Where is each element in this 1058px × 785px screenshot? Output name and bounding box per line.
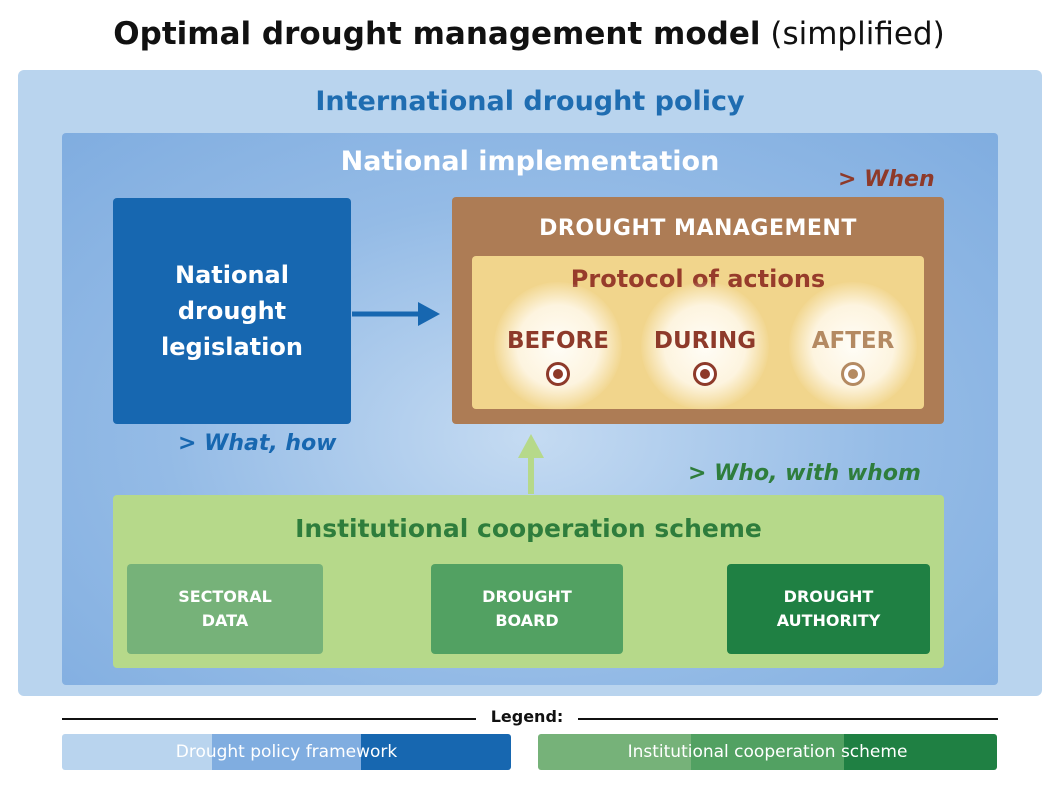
title-main: Optimal drought management model	[113, 16, 761, 52]
legend-cooperation-scheme	[538, 734, 997, 770]
target-icon	[546, 362, 570, 386]
target-icon	[693, 362, 717, 386]
cooperation-to-management-arrow	[518, 434, 544, 494]
legend-swatch	[211, 734, 362, 770]
title-qualifier: (simplified)	[770, 16, 945, 52]
when-tag: > When	[838, 167, 935, 192]
cell-line: DROUGHT	[482, 587, 572, 606]
legend-policy-label: Drought policy framework	[175, 742, 398, 762]
target-center	[848, 369, 858, 379]
drought-management-label: DROUGHT MANAGEMENT	[539, 216, 857, 241]
what-how-tag: > What, how	[178, 431, 337, 456]
legislation-line: legislation	[161, 333, 303, 361]
legend-swatch	[844, 734, 997, 770]
national-implementation-label: National implementation	[340, 146, 720, 177]
international-policy-label: International drought policy	[315, 86, 745, 117]
cell-line: DATA	[201, 611, 249, 630]
legend-label: Legend:	[490, 707, 564, 726]
diagram-title: Optimal drought management model (simpli…	[0, 16, 1058, 52]
drought-board-box: DROUGHT BOARD	[431, 564, 623, 654]
legend-swatch	[361, 734, 511, 770]
legend-swatch	[691, 734, 844, 770]
cell-line: DROUGHT	[783, 587, 874, 606]
phase-glow	[789, 282, 917, 410]
legend-policy-framework	[62, 734, 511, 770]
phase-before-label: BEFORE	[507, 328, 609, 354]
legislation-to-management-arrow	[352, 302, 440, 326]
legislation-line: drought	[177, 297, 287, 325]
national-legislation-label: National drought legislation	[142, 257, 322, 365]
cell-line: SECTORAL	[178, 587, 272, 606]
target-icon	[841, 362, 865, 386]
phase-during-label: DURING	[653, 328, 757, 354]
legislation-line: National	[175, 261, 289, 289]
target-center	[700, 369, 710, 379]
legend-swatch	[538, 734, 691, 770]
who-with-whom-tag: > Who, with whom	[688, 461, 921, 486]
legend-divider	[578, 718, 998, 720]
legend-divider	[62, 718, 476, 720]
phase-glow	[494, 282, 622, 410]
cell-line: AUTHORITY	[776, 611, 881, 630]
cooperation-scheme-label: Institutional cooperation scheme	[295, 514, 762, 543]
cell-line: BOARD	[495, 611, 559, 630]
phase-glow	[641, 282, 769, 410]
target-center	[553, 369, 563, 379]
phase-after-label: AFTER	[811, 328, 895, 354]
drought-authority-box: DROUGHT AUTHORITY	[727, 564, 930, 654]
legend-swatch	[62, 734, 212, 770]
sectoral-data-box: SECTORAL DATA	[127, 564, 323, 654]
legend-cooperation-label: Institutional cooperation scheme	[627, 742, 908, 762]
national-legislation-box: National drought legislation	[113, 198, 351, 424]
